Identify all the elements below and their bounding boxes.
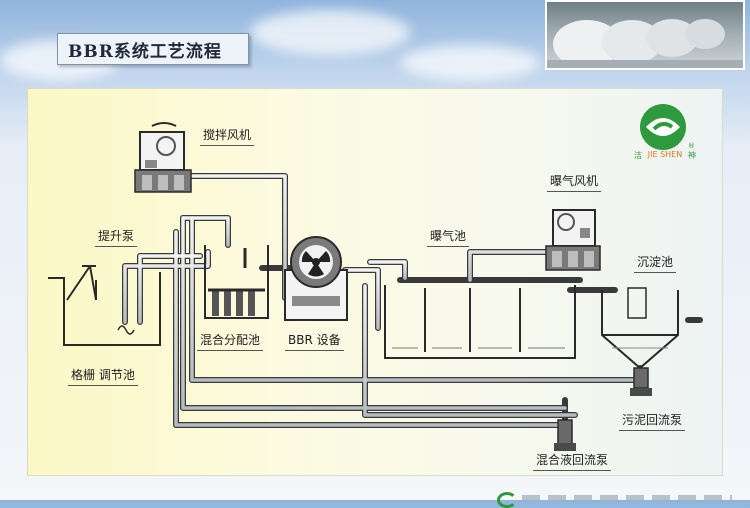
- equipment-photo-drawing: [547, 19, 743, 68]
- label-mixed-liquor-return-pump: 混合液回流泵: [533, 451, 612, 471]
- grid-regulating-tank: [48, 265, 161, 346]
- footer-bar: [522, 495, 732, 500]
- label-lift-pump: 提升泵: [95, 227, 138, 247]
- pipes: [122, 173, 703, 443]
- mix-distribution-tank: [204, 245, 269, 319]
- logo-text-right: 神: [687, 151, 696, 160]
- cloud: [400, 45, 540, 80]
- footer-logo-icon: [497, 492, 517, 508]
- label-sludge-return-pump: 污泥回流泵: [619, 411, 686, 431]
- settling-tank: [601, 287, 679, 370]
- mixed-liquor-return-pump: [554, 419, 576, 451]
- label-aeration-tank: 曝气池: [427, 227, 470, 247]
- label-mix-distribution-tank: 混合分配池: [197, 331, 264, 351]
- cloud: [250, 10, 410, 55]
- page-title: BBR系统工艺流程: [57, 33, 249, 65]
- company-logo-mark: [640, 104, 686, 150]
- equipment-photo: [545, 0, 745, 70]
- label-settling-tank: 沉淀池: [634, 253, 677, 273]
- sludge-return-pump: [630, 367, 652, 396]
- aeration-blower-machine: [545, 209, 601, 271]
- logo-registered-mark: ®: [688, 142, 695, 150]
- label-mix-blower: 搅拌风机: [200, 126, 255, 146]
- logo-text-left: 洁: [634, 151, 642, 160]
- label-aeration-blower: 曝气风机: [547, 172, 602, 192]
- aeration-tank: [384, 285, 576, 359]
- logo-text-mid: JIE SHEN: [647, 150, 683, 159]
- label-bbr-equipment: BBR 设备: [285, 331, 344, 351]
- bbr-drum: [284, 236, 348, 321]
- mix-blower-machine: [134, 122, 192, 193]
- company-logo: 洁 JIE SHEN 神 ®: [632, 102, 696, 164]
- label-grid-regulating-tank: 格栅 调节池: [68, 366, 138, 386]
